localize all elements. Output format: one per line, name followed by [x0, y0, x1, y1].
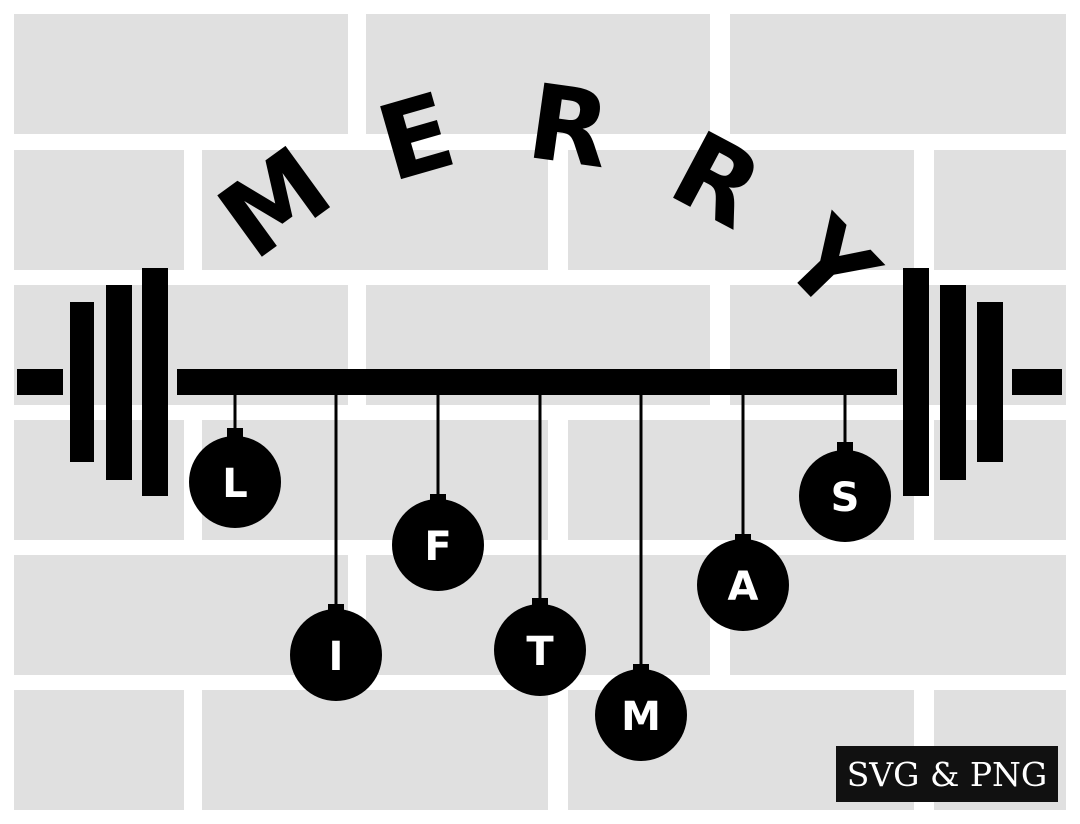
brick — [568, 150, 914, 270]
brick — [202, 690, 548, 810]
brick — [14, 150, 184, 270]
barbell-icon — [17, 268, 1062, 496]
barbell-end-left — [17, 369, 63, 395]
ornament-icon: M — [595, 395, 687, 761]
barbell-plate — [106, 285, 132, 480]
arc-letter: R — [521, 60, 617, 192]
brick — [934, 150, 1066, 270]
brick — [14, 690, 184, 810]
ornament-icon: S — [799, 395, 891, 542]
ornament-letter: S — [831, 475, 860, 521]
barbell-plate — [70, 302, 94, 462]
brick — [730, 14, 1066, 134]
ornament-garland: L I F T — [189, 395, 891, 761]
barbell-end-right — [1012, 369, 1062, 395]
barbell-plate — [903, 268, 929, 496]
format-badge: SVG & PNG — [836, 746, 1058, 802]
ornament-letter: A — [728, 564, 759, 610]
ornament-icon: T — [494, 395, 586, 696]
ornament-letter: F — [424, 524, 451, 570]
brick — [366, 14, 710, 134]
barbell-plate — [977, 302, 1003, 462]
brick — [202, 150, 548, 270]
ornament-icon: F — [392, 395, 484, 591]
ornament-letter: T — [526, 629, 554, 675]
ornament-icon: I — [290, 395, 382, 701]
barbell-plate — [142, 268, 168, 496]
ornament-icon: A — [697, 395, 789, 631]
brick — [14, 14, 348, 134]
ornament-letter: I — [329, 634, 344, 680]
barbell-plate — [940, 285, 966, 480]
ornament-icon: L — [189, 395, 281, 528]
ornament-letter: M — [621, 694, 661, 740]
ornament-letter: L — [222, 461, 248, 507]
barbell-bar — [177, 369, 897, 395]
